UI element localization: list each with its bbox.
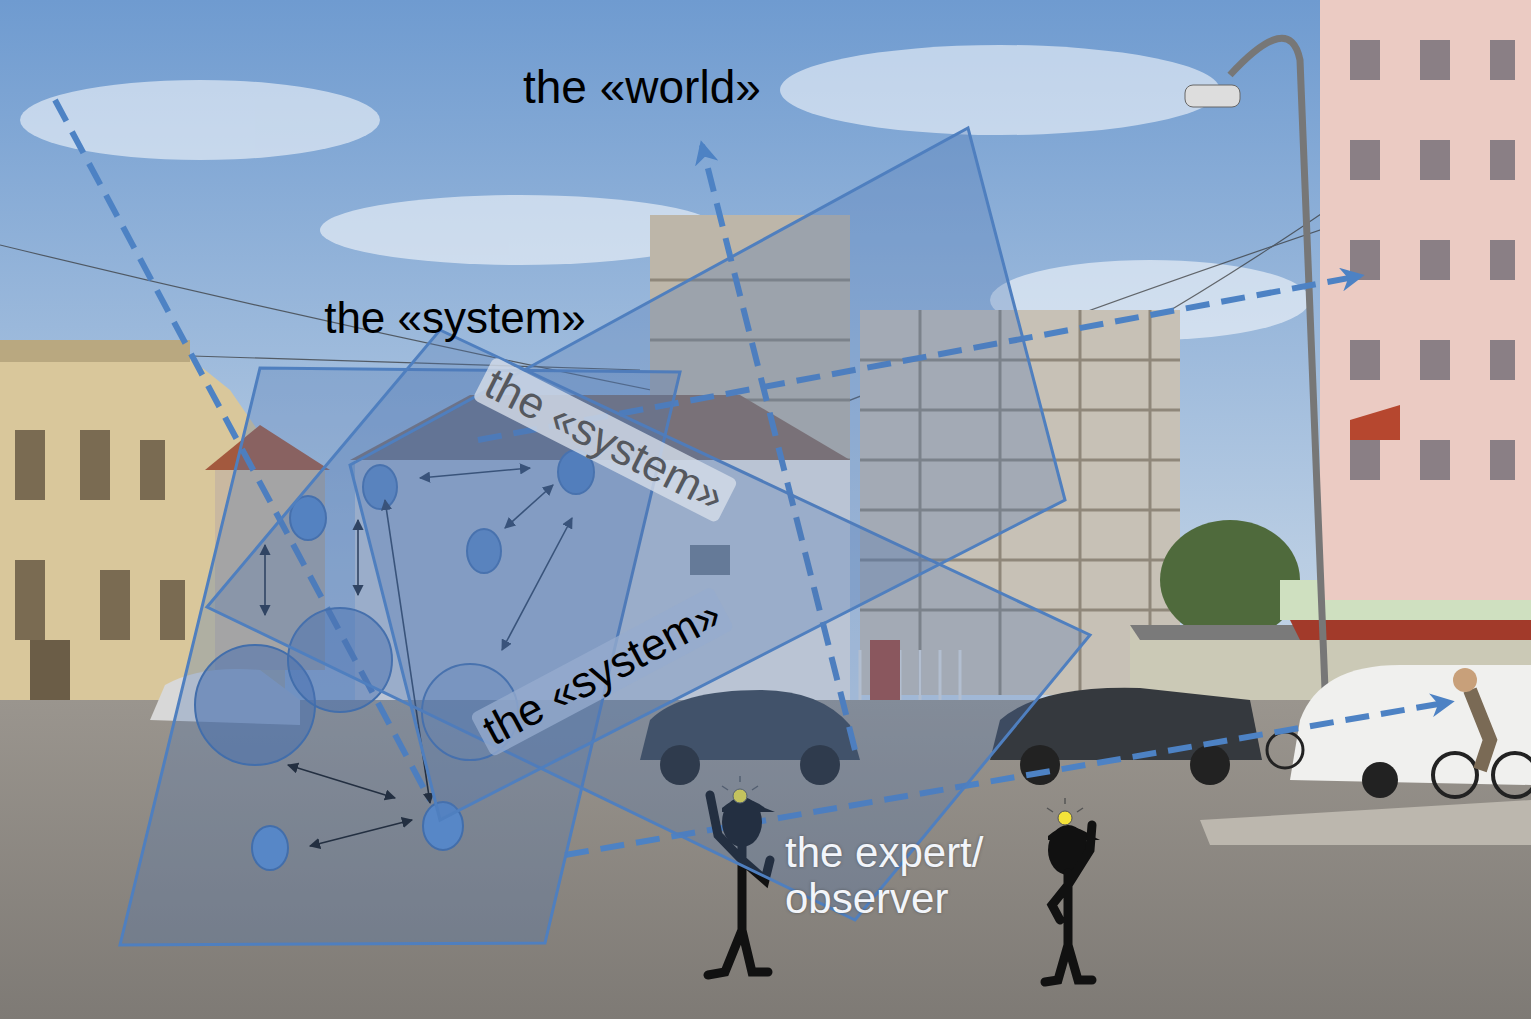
illustration-rect: [100, 570, 130, 640]
illustration-ellipse: [1160, 520, 1300, 640]
illustration-rect: [0, 340, 190, 362]
illustration-rect: [1185, 85, 1240, 107]
illustration-rect: [160, 580, 185, 640]
illustration-path: [1045, 825, 1092, 982]
illustration-rect: [1320, 0, 1531, 600]
illustration-rect: [1350, 140, 1380, 180]
illustration-rect: [1420, 340, 1450, 380]
illustration-rect: [1350, 340, 1380, 380]
illustration-rect: [1490, 240, 1515, 280]
illustration-g: [1350, 40, 1515, 480]
expert-figure: [1045, 798, 1100, 982]
illustration-circle: [1190, 745, 1230, 785]
illustration-rect: [80, 430, 110, 500]
illustration-polygon: [1350, 405, 1400, 440]
illustration-circle: [1020, 745, 1060, 785]
system-label: the «system»: [318, 294, 592, 342]
illustration-rect: [1490, 40, 1515, 80]
illustration-polygon: [1130, 625, 1310, 640]
illustration-polygon: [1200, 800, 1531, 845]
illustration-rect: [15, 560, 45, 640]
illustration-circle: [1453, 668, 1477, 692]
illustration-rect: [1350, 240, 1380, 280]
illustration-g: [15, 430, 185, 640]
illustration-rect: [1420, 140, 1450, 180]
illustration-circle: [1362, 762, 1398, 798]
illustration-circle: [1267, 732, 1303, 768]
illustration-circle: [1058, 811, 1072, 825]
observer-label: the expert/ observer: [785, 830, 1000, 922]
illustration-rect: [1490, 340, 1515, 380]
illustration-rect: [1420, 40, 1450, 80]
illustration-circle: [1433, 753, 1477, 797]
illustration-rect: [140, 440, 165, 500]
illustration-ellipse: [1048, 825, 1088, 875]
illustration-rect: [1490, 440, 1515, 480]
illustration-rect: [1420, 440, 1450, 480]
illustration-rect: [15, 430, 45, 500]
illustration-path: [1048, 827, 1100, 840]
illustration-rect: [1490, 140, 1515, 180]
illustration-rect: [1420, 240, 1450, 280]
illustration-rect: [1350, 40, 1380, 80]
illustration-path: [1470, 690, 1490, 770]
illustration-circle: [1493, 753, 1531, 797]
illustration-path: [1047, 798, 1083, 812]
world-label: the «world»: [523, 62, 761, 113]
plane-shape: [350, 128, 1065, 820]
illustration-ellipse: [20, 80, 380, 160]
illustration-ellipse: [780, 45, 1220, 135]
illustration-rect: [1350, 440, 1380, 480]
